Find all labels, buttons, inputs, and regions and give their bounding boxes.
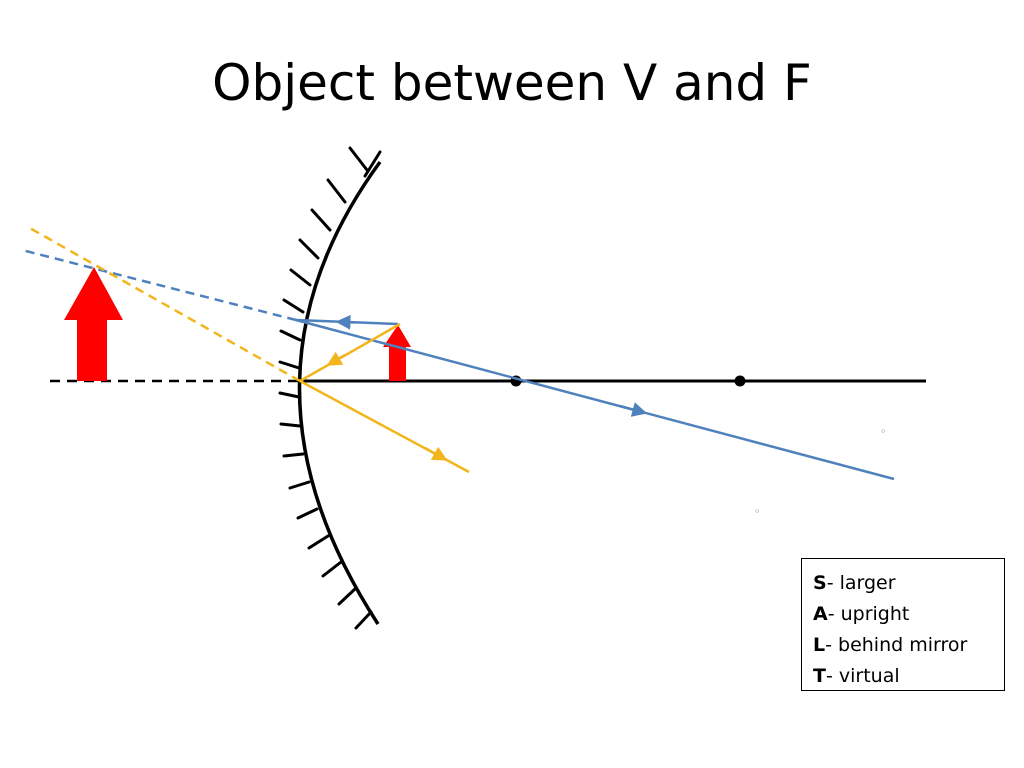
salt-row-type: T- virtual <box>813 661 1004 692</box>
mirror-hatches <box>278 146 382 630</box>
salt-row-size: S- larger <box>813 568 1004 599</box>
salt-text: - upright <box>827 603 910 625</box>
ray-yellow-virtual <box>27 225 301 383</box>
salt-row-location: L- behind mirror <box>813 630 1004 661</box>
salt-letter: S <box>813 572 827 594</box>
ray-yellow-incident <box>299 322 401 383</box>
salt-text: - behind mirror <box>825 634 968 656</box>
salt-text: - virtual <box>825 665 900 687</box>
image-arrow <box>64 267 123 381</box>
salt-letter: T <box>813 665 826 687</box>
centre-point <box>734 375 746 387</box>
salt-summary-box: S- larger A- upright L- behind mirror T-… <box>801 558 1005 691</box>
stray-mark-2: ◦ <box>754 505 761 518</box>
slide-title: Object between V and F <box>212 54 812 112</box>
ray-blue-virtual <box>21 248 297 322</box>
ray-blue-reflected <box>295 318 895 481</box>
salt-row-attitude: A- upright <box>813 599 1004 630</box>
salt-letter: A <box>813 603 828 625</box>
stray-mark-1: ◦ <box>880 425 887 438</box>
ray-yellow-reflected <box>299 379 470 474</box>
salt-text: - larger <box>826 572 896 594</box>
mirror-curve <box>297 160 382 625</box>
salt-letter: L <box>813 634 826 656</box>
object-arrow <box>383 325 411 381</box>
